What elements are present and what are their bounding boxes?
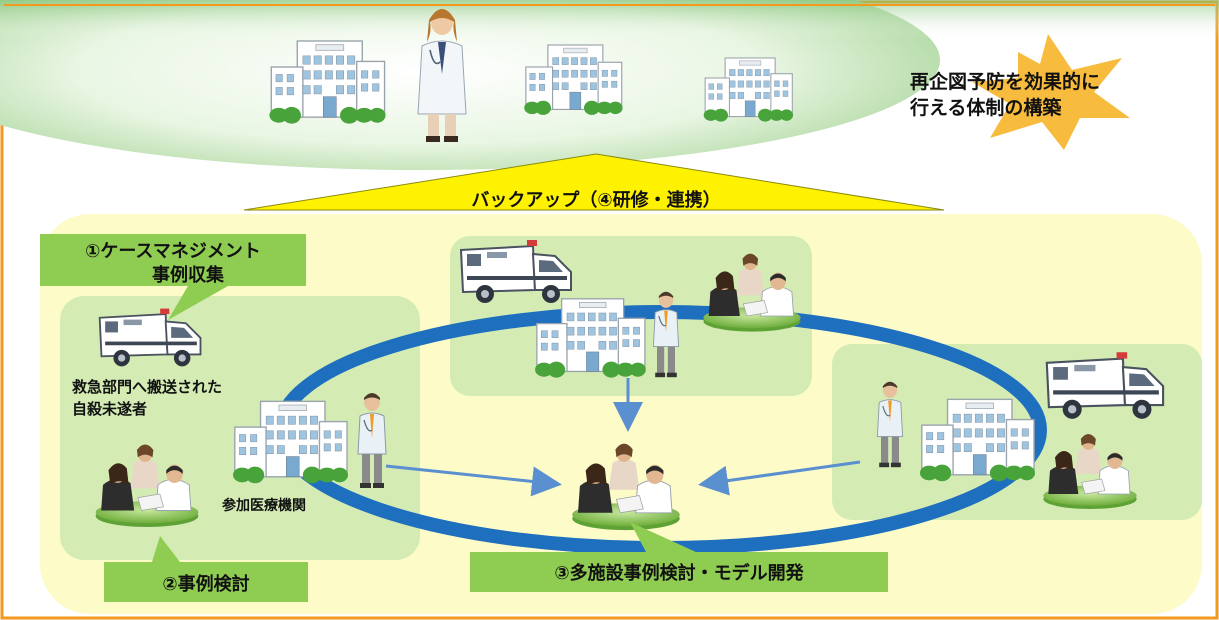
callout3-text: ③多施設事例検討・モデル開発 — [554, 562, 804, 584]
callout2-text: ②事例検討 — [162, 573, 249, 595]
transport-text-line1: 救急部門へ搬送された — [72, 378, 222, 396]
transport-text-line2: 自殺未遂者 — [72, 400, 147, 418]
arrow-from-right — [698, 460, 861, 496]
callout-case-management — [40, 234, 306, 320]
goal-line2: 行える体制の構築 — [909, 96, 1062, 119]
arrow-from-left — [385, 464, 562, 497]
backup-triangle — [243, 153, 945, 211]
goal-star-shape — [972, 34, 1130, 150]
backup-label: バックアップ（④研修・連携） — [471, 189, 720, 211]
participating-institution-label: 参加医療機関 — [222, 497, 306, 514]
callout-case-review — [104, 536, 308, 602]
callout1-line2: 事例収集 — [152, 264, 225, 286]
top-sky-band — [0, 0, 940, 170]
goal-line1: 再企図予防を効果的に — [910, 70, 1100, 93]
callout-multisite-review — [470, 522, 888, 592]
callout1-line1: ①ケースマネジメント — [85, 241, 261, 262]
